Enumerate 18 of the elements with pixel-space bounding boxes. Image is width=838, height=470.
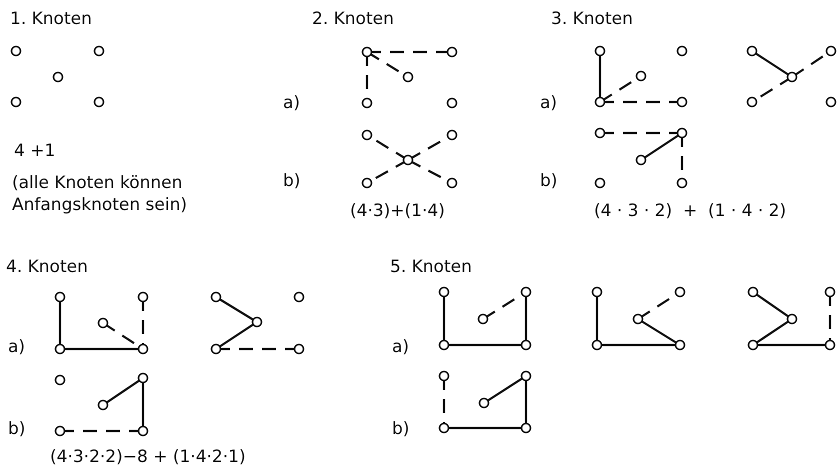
- variant-label: a): [392, 336, 410, 358]
- section-heading: 1. Knoten: [10, 8, 92, 30]
- variant-label: a): [8, 336, 26, 358]
- variant-label: b): [8, 418, 26, 440]
- section-heading: 2. Knoten: [312, 8, 394, 30]
- variant-label: a): [540, 92, 558, 114]
- variant-label: b): [283, 170, 300, 192]
- variant-label: b): [540, 170, 558, 192]
- formula-text: (4·3)+(1·4): [350, 200, 445, 222]
- note-text: (alle Knoten können Anfangsknoten sein): [12, 172, 188, 216]
- variant-label: b): [392, 418, 410, 440]
- formula-text: (4·3·2·2)−8 + (1·4·2·1): [50, 446, 246, 468]
- section-heading: 3. Knoten: [551, 8, 633, 30]
- variant-label: a): [283, 92, 300, 114]
- formula-text: 4 +1: [14, 140, 56, 162]
- section-heading: 4. Knoten: [6, 256, 88, 278]
- formula-text: (4 · 3 · 2) + (1 · 4 · 2): [594, 200, 786, 222]
- section-heading: 5. Knoten: [390, 256, 472, 278]
